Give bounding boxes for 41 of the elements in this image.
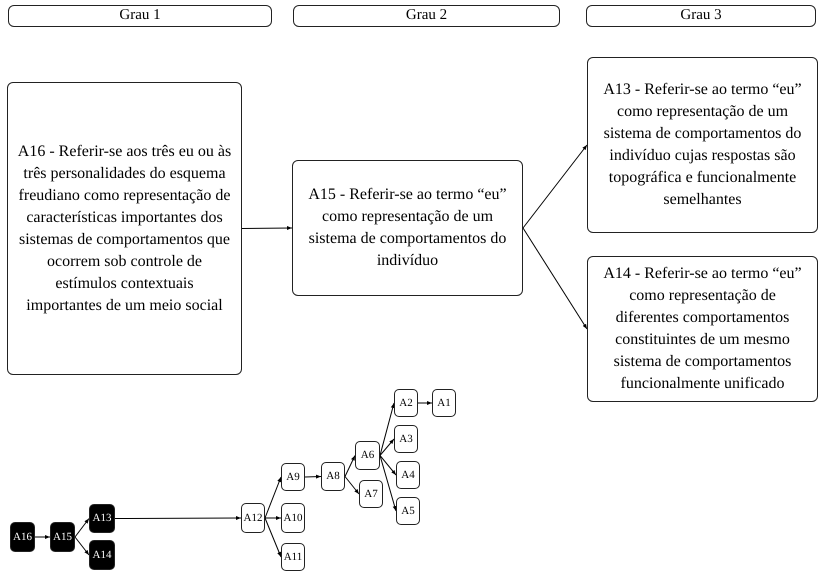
arrow <box>242 226 292 230</box>
node-box: A2 <box>394 389 418 417</box>
node-box: A15 <box>50 522 75 552</box>
arrow <box>264 516 282 520</box>
concept-box: A13 - Referir-se ao termo “eu” como representação de um sistema de comportamentos do indivíduo cujas respostas são topográfica e funcionalmente semelhantes <box>587 57 818 233</box>
node-box: A1 <box>432 389 456 417</box>
arrow <box>34 535 50 539</box>
arrow <box>380 455 396 476</box>
arrow <box>264 476 282 518</box>
node-box: A10 <box>281 503 305 533</box>
node-box: A13 <box>89 504 115 533</box>
node-box: A9 <box>281 463 305 491</box>
column-header: Grau 1 <box>8 5 272 27</box>
arrow <box>380 455 397 512</box>
arrow <box>74 536 90 556</box>
arrow <box>304 474 322 479</box>
arrow <box>380 402 395 456</box>
node-box: A3 <box>394 425 418 453</box>
concept-box: A16 - Referir-se aos três eu ou às três personalidades do esquema freudiano como representação de características importantes dos sistemas de comportamentos que ocorrem sob controle de estímulos contextuais importantes de um meio social <box>7 82 242 375</box>
arrow <box>344 476 360 494</box>
node-box: A4 <box>396 461 420 489</box>
node-box: A6 <box>355 441 380 470</box>
arrow <box>114 516 242 520</box>
column-header: Grau 3 <box>586 5 816 27</box>
arrow <box>522 144 588 228</box>
arrow <box>380 438 394 456</box>
node-box: A7 <box>359 480 383 508</box>
node-box: A11 <box>281 543 305 571</box>
arrow <box>264 518 282 558</box>
node-box: A12 <box>241 503 265 533</box>
arrow <box>418 401 432 405</box>
node-box: A14 <box>89 540 115 570</box>
concept-box: A15 - Referir-se ao termo “eu” como representação de um sistema de comportamentos do indivíduo <box>292 160 523 296</box>
concept-box: A14 - Referir-se ao termo “eu” como representação de diferentes comportamentos constituintes de um mesmo sistema de comportamentos funcionalmente unificado <box>587 256 818 402</box>
arrow <box>74 518 90 538</box>
node-box: A8 <box>321 462 345 491</box>
node-box: A5 <box>396 497 420 525</box>
column-header: Grau 2 <box>293 5 560 27</box>
arrow <box>344 455 356 477</box>
arrow <box>522 228 588 330</box>
node-box: A16 <box>10 522 35 552</box>
